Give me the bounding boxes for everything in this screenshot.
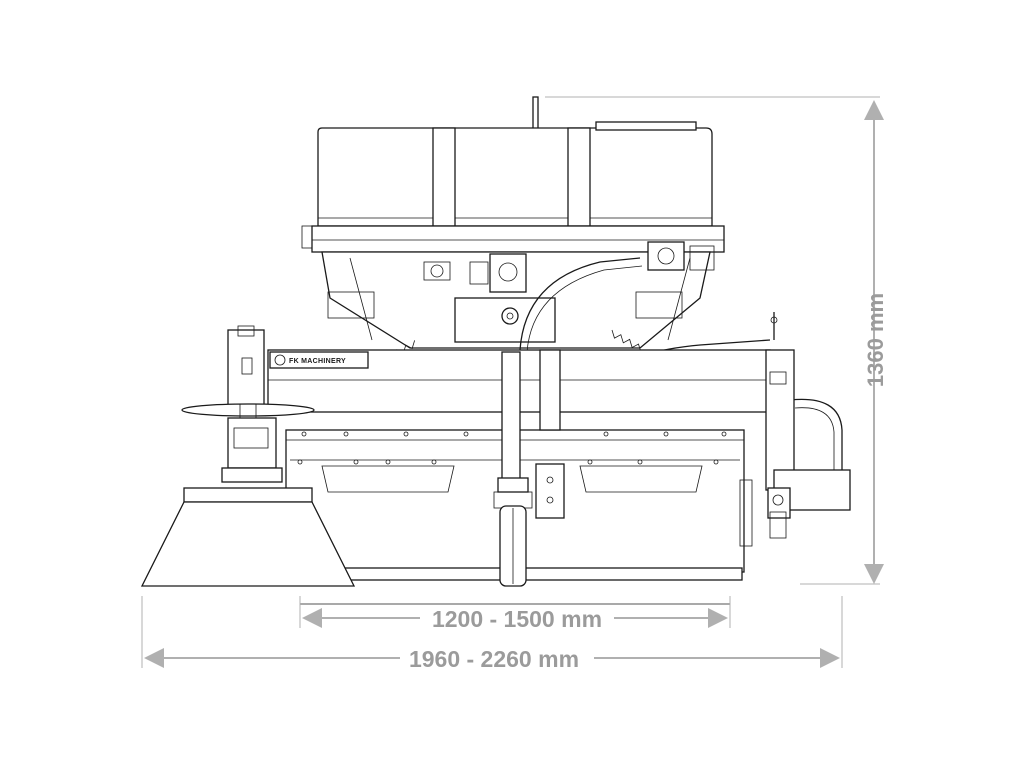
- hopper-funnel: [321, 241, 715, 373]
- working-width-dimension: 1200 - 1500 mm: [299, 596, 731, 632]
- total-width-dimension: 1960 - 2260 mm: [141, 596, 843, 672]
- side-broom: [140, 487, 356, 587]
- hopper-tank: [301, 96, 725, 253]
- brand-plate-text: FK MACHINERY: [289, 358, 346, 365]
- brand-logo-icon: [274, 354, 286, 366]
- steering-wheel: [181, 403, 315, 483]
- working-width-label: 1200 - 1500 mm: [432, 606, 602, 632]
- brand-plate: [269, 351, 369, 369]
- height-label: 1360 mm: [863, 293, 888, 387]
- total-width-label: 1960 - 2260 mm: [409, 646, 579, 672]
- caster-wheel: [493, 349, 565, 587]
- height-dimension: 1360 mm: [545, 96, 888, 585]
